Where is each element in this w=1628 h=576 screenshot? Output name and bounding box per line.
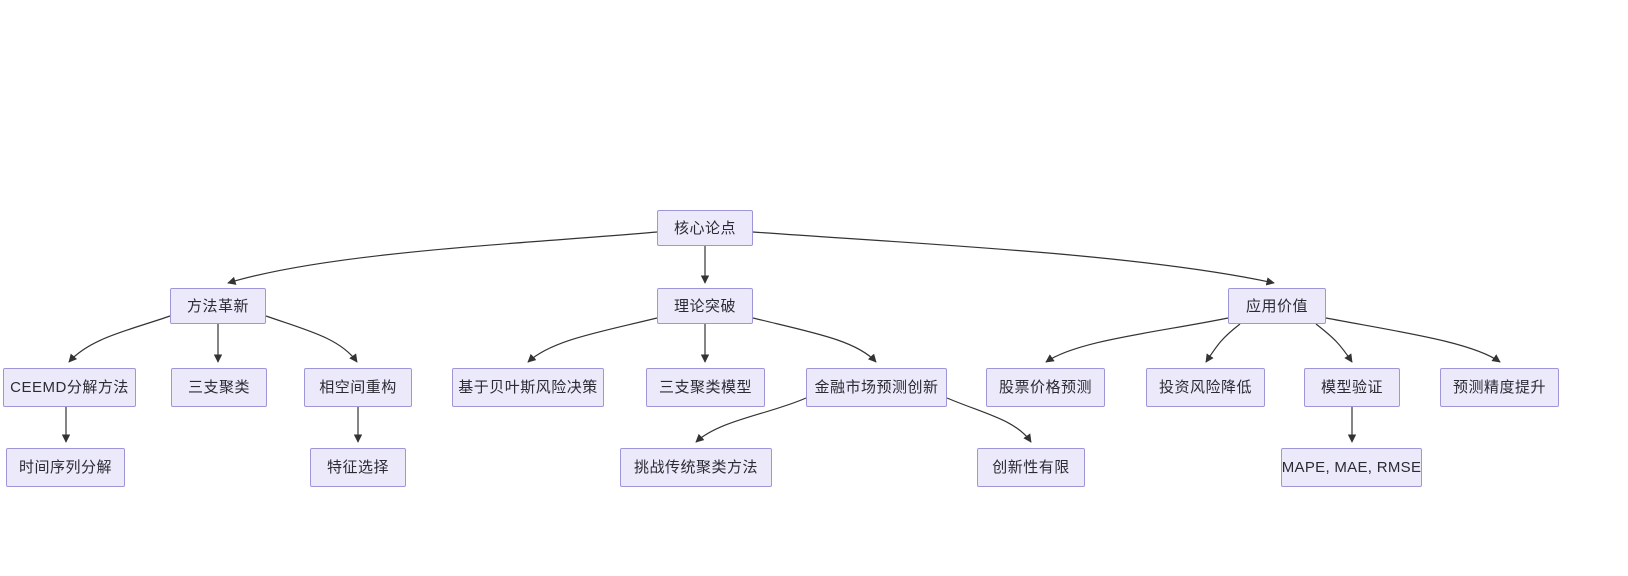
node-method[interactable]: 方法革新: [170, 288, 266, 324]
edge-theory-to-bayes: [527, 317, 658, 363]
node-bayes[interactable]: 基于贝叶斯风险决策: [452, 368, 604, 407]
node-label-application: 应用价值: [1245, 297, 1308, 315]
node-challenge[interactable]: 挑战传统聚类方法: [620, 448, 772, 487]
node-metrics[interactable]: MAPE, MAE, RMSE: [1281, 448, 1422, 487]
node-threeway[interactable]: 三支聚类: [171, 368, 267, 407]
node-featsel[interactable]: 特征选择: [310, 448, 406, 487]
edge-application-to-accuracy: [1325, 317, 1501, 363]
node-limited[interactable]: 创新性有限: [977, 448, 1085, 487]
node-label-theory: 理论突破: [673, 297, 736, 315]
edge-group: [61, 231, 1501, 443]
node-label-accuracy: 预测精度提升: [1452, 379, 1546, 396]
node-application[interactable]: 应用价值: [1228, 288, 1326, 324]
node-label-featsel: 特征选择: [326, 459, 389, 476]
node-label-tsdecomp: 时间序列分解: [18, 459, 112, 476]
node-label-method: 方法革新: [186, 297, 249, 315]
node-label-finance: 金融市场预测创新: [814, 379, 939, 396]
node-label-threeway: 三支聚类: [187, 379, 250, 396]
node-label-core: 核心论点: [673, 219, 736, 237]
edge-application-to-validate: [1315, 323, 1353, 363]
node-label-threemodel: 三支聚类模型: [658, 379, 752, 396]
edge-method-to-phase: [265, 315, 358, 363]
node-label-validate: 模型验证: [1320, 379, 1383, 396]
node-ceemd[interactable]: CEEMD分解方法: [3, 368, 136, 407]
node-tsdecomp[interactable]: 时间序列分解: [6, 448, 125, 487]
node-risk[interactable]: 投资风险降低: [1146, 368, 1265, 407]
node-finance[interactable]: 金融市场预测创新: [806, 368, 947, 407]
node-label-ceemd: CEEMD分解方法: [10, 379, 129, 396]
node-label-metrics: MAPE, MAE, RMSE: [1281, 459, 1422, 476]
node-validate[interactable]: 模型验证: [1304, 368, 1400, 407]
node-core[interactable]: 核心论点: [657, 210, 753, 246]
node-accuracy[interactable]: 预测精度提升: [1440, 368, 1559, 407]
node-threemodel[interactable]: 三支聚类模型: [646, 368, 765, 407]
edge-application-to-stock: [1045, 317, 1229, 363]
node-label-phase: 相空间重构: [319, 379, 397, 396]
edge-core-to-method: [227, 231, 658, 285]
node-label-stock: 股票价格预测: [998, 379, 1092, 396]
edge-application-to-risk: [1205, 323, 1241, 363]
node-phase[interactable]: 相空间重构: [304, 368, 412, 407]
node-theory[interactable]: 理论突破: [657, 288, 753, 324]
node-label-challenge: 挑战传统聚类方法: [633, 459, 758, 476]
edge-theory-to-finance: [752, 317, 877, 363]
edge-method-to-ceemd: [68, 315, 171, 363]
node-stock[interactable]: 股票价格预测: [986, 368, 1105, 407]
node-label-risk: 投资风险降低: [1158, 379, 1252, 396]
node-label-bayes: 基于贝叶斯风险决策: [458, 379, 598, 396]
node-label-limited: 创新性有限: [992, 459, 1070, 476]
edge-core-to-application: [752, 231, 1275, 286]
